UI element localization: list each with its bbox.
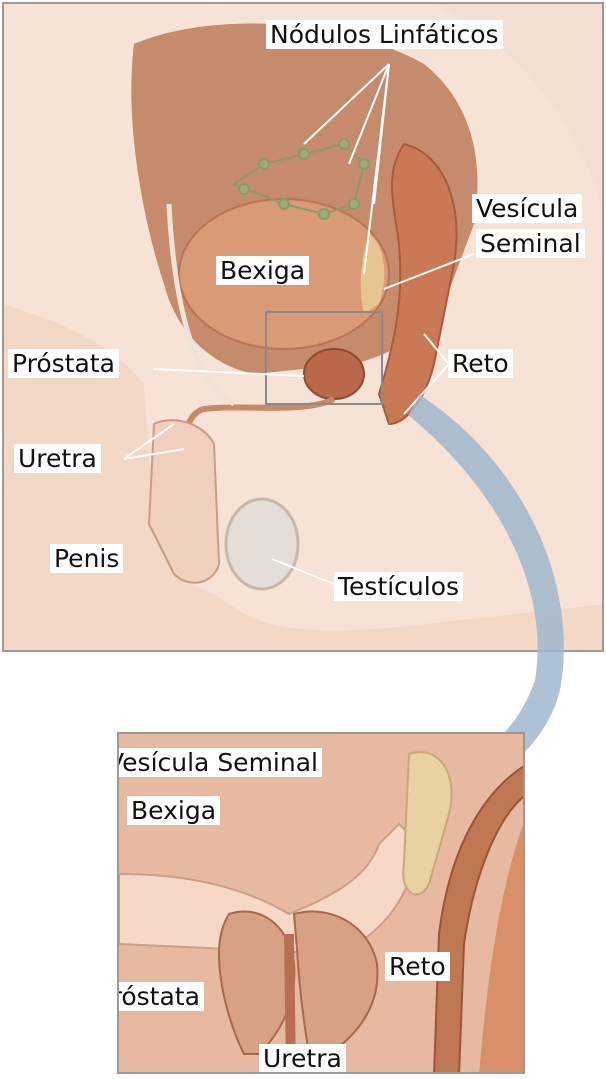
label-seminal-vesicle-line2: Seminal <box>476 229 585 258</box>
zoom-detail-panel: Vesícula Seminal Bexiga Reto Próstata Ur… <box>117 732 525 1074</box>
testicle-shape <box>226 499 298 589</box>
prostate-shape <box>304 349 364 399</box>
main-anatomy-panel: Nódulos Linfáticos Vesícula Seminal Bexi… <box>2 2 604 652</box>
zoom-label-seminal-vesicle: Vesícula Seminal <box>117 748 322 777</box>
zoom-label-rectum: Reto <box>385 952 450 981</box>
label-lymph-nodes: Nódulos Linfáticos <box>266 20 503 49</box>
zoom-label-bladder: Bexiga <box>127 796 220 825</box>
label-seminal-vesicle-line1: Vesícula <box>472 194 582 223</box>
zoom-illustration <box>119 734 525 1074</box>
zoom-label-prostate: Próstata <box>117 982 204 1011</box>
label-rectum: Reto <box>448 349 513 378</box>
label-prostate: Próstata <box>8 349 119 378</box>
zoom-label-urethra: Uretra <box>259 1044 346 1073</box>
label-urethra: Uretra <box>14 444 101 473</box>
label-penis: Penis <box>50 544 123 573</box>
label-bladder: Bexiga <box>216 256 309 285</box>
label-testicles: Testículos <box>334 572 463 601</box>
